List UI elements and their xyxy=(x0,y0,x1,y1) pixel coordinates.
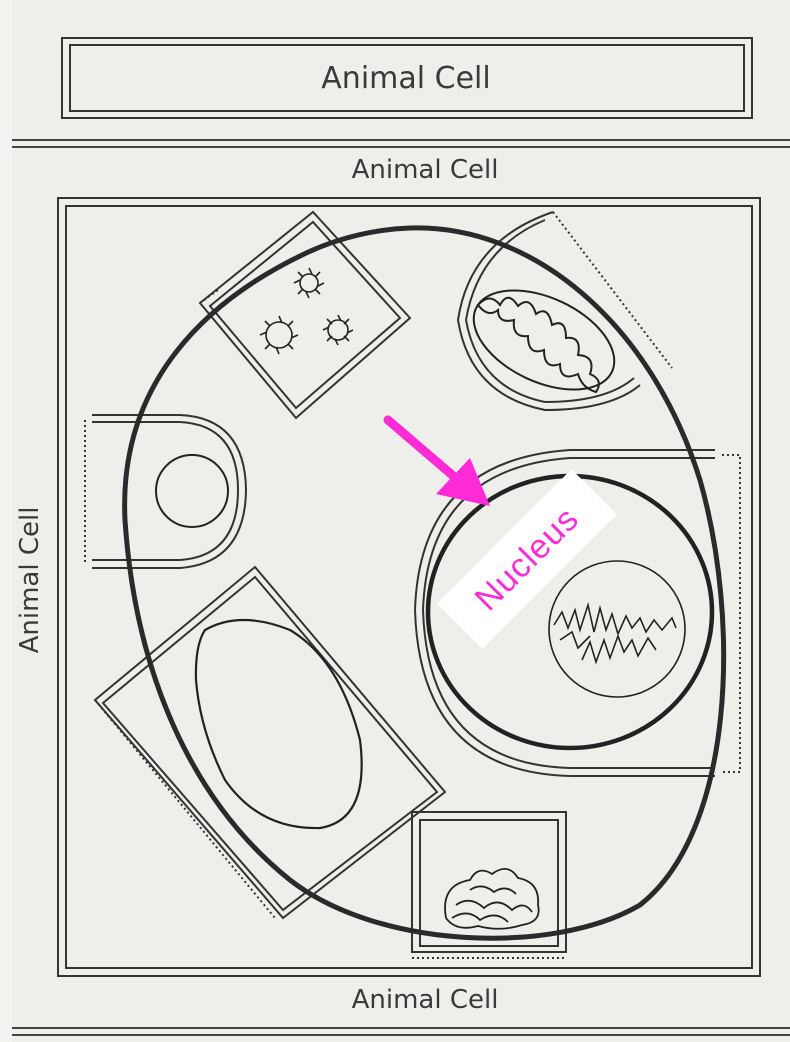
bottom-label: Animal Cell xyxy=(150,985,700,1015)
worksheet-title: Animal Cell xyxy=(62,40,750,116)
left-label: Animal Cell xyxy=(15,480,45,680)
top-label: Animal Cell xyxy=(150,155,700,185)
